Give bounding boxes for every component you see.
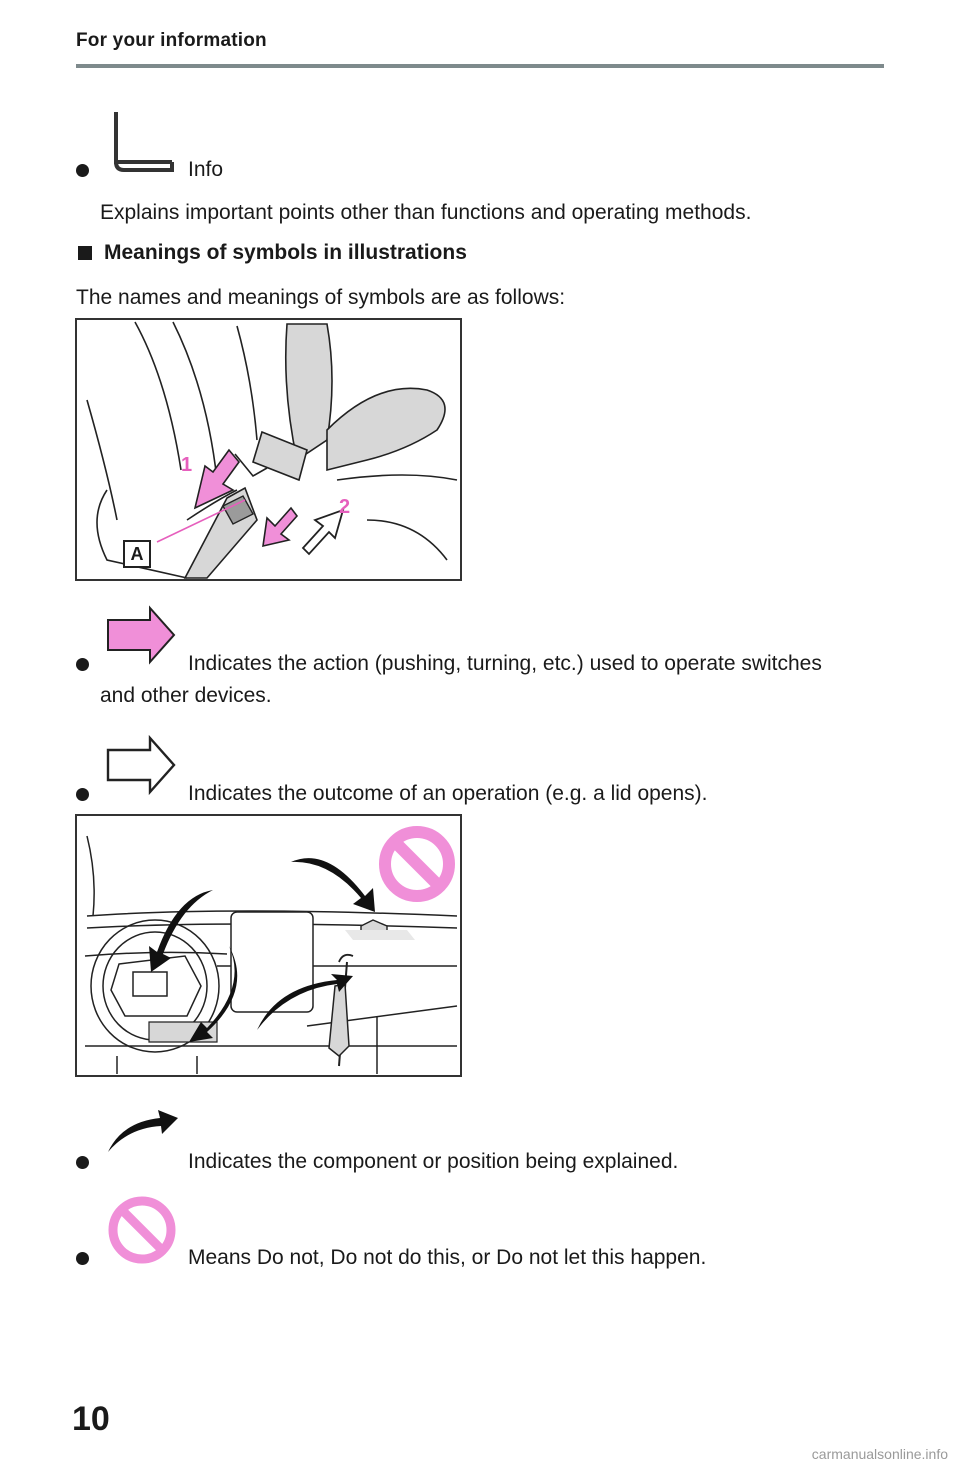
page-number: 10	[72, 1400, 110, 1438]
section-heading: Meanings of symbols in illustrations	[104, 241, 467, 264]
info-label: Info	[188, 158, 224, 181]
action-arrow-text-line1: Indicates the action (pushing, turning, …	[188, 652, 822, 675]
dashboard-illustration	[75, 814, 462, 1077]
action-arrow-text-line2: and other devices.	[100, 684, 272, 707]
component-arrow-icon	[108, 1110, 178, 1152]
bullet	[76, 1252, 89, 1265]
outcome-arrow-icon	[106, 734, 176, 796]
bullet	[76, 658, 89, 671]
book-icon	[114, 112, 174, 172]
bullet	[76, 788, 89, 801]
info-description: Explains important points other than fun…	[100, 201, 752, 224]
callout-1: 1	[181, 454, 193, 476]
component-arrow-text: Indicates the component or position bein…	[188, 1150, 679, 1173]
bullet	[76, 1156, 89, 1169]
bullet	[76, 164, 89, 177]
intro-text: The names and meanings of symbols are as…	[76, 286, 566, 309]
seatbelt-illustration: 1 2 A	[75, 318, 462, 581]
section-title: For your information	[76, 30, 267, 51]
heading-square-icon	[78, 246, 92, 260]
do-not-text: Means Do not, Do not do this, or Do not …	[188, 1246, 707, 1269]
label-a: A	[123, 540, 151, 568]
footer-watermark: carmanualsonline.info	[811, 1446, 948, 1462]
outcome-arrow-text: Indicates the outcome of an operation (e…	[188, 782, 708, 805]
prohibition-icon	[108, 1196, 176, 1264]
header-rule	[76, 64, 884, 68]
callout-2: 2	[339, 496, 351, 518]
action-arrow-icon	[107, 605, 176, 665]
